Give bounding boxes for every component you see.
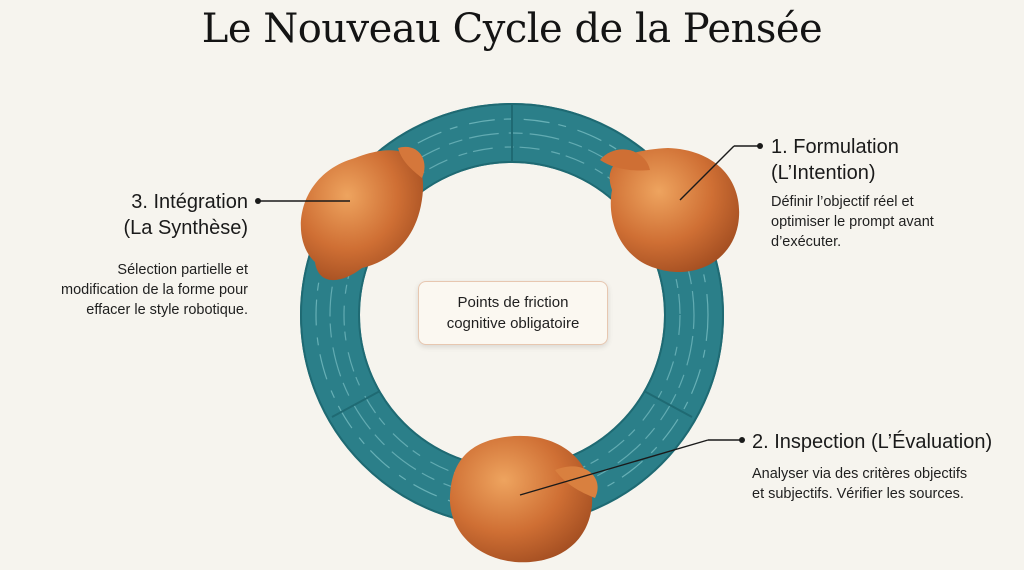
stage-3-desc-line: effacer le style robotique. [86,302,248,318]
stage-2-title: 2. Inspection (L’Évaluation) [752,429,1020,455]
ring-divider [643,390,693,418]
node-integration [300,146,425,281]
ring-divider [331,390,381,418]
stage-3-desc-line: modification de la forme pour [61,282,248,298]
stage-1-desc-line: d’exécuter. [771,234,842,250]
node-formulation [600,148,740,273]
stage-3-description: Sélection partielle et modification de l… [20,260,248,320]
stage-1-description: Définir l’objectif réel et optimiser le … [771,192,1011,252]
stage-3-title-line2: (La Synthèse) [123,217,248,239]
stage-3-desc-line: Sélection partielle et [117,262,248,278]
connector-formulation [679,143,763,201]
center-label: Points de friction cognitive obligatoire [418,281,608,345]
node-inspection [449,435,598,563]
stage-2-desc-line: Analyser via des critères objectifs [752,466,968,482]
stage-2-description: Analyser via des critères objectifs et s… [752,464,1020,504]
connector-integration [255,198,350,204]
stage-1-desc-line: optimiser le prompt avant [771,214,934,230]
stage-2-desc-line: et subjectifs. Vérifier les sources. [752,486,964,502]
stage-3-title: 3. Intégration (La Synthèse) [40,189,248,241]
stage-1-desc-line: Définir l’objectif réel et [771,194,914,210]
stage-1-title-line1: 1. Formulation [771,136,899,158]
stage-1-title: 1. Formulation (L’Intention) [771,134,1011,186]
page-title: Le Nouveau Cycle de la Pensée [201,6,823,52]
stage-3-title-line1: 3. Intégration [131,191,248,213]
stage-1-title-line2: (L’Intention) [771,162,876,184]
stage-2-title-line1: 2. Inspection (L’Évaluation) [752,431,993,453]
connector-inspection [519,437,745,496]
